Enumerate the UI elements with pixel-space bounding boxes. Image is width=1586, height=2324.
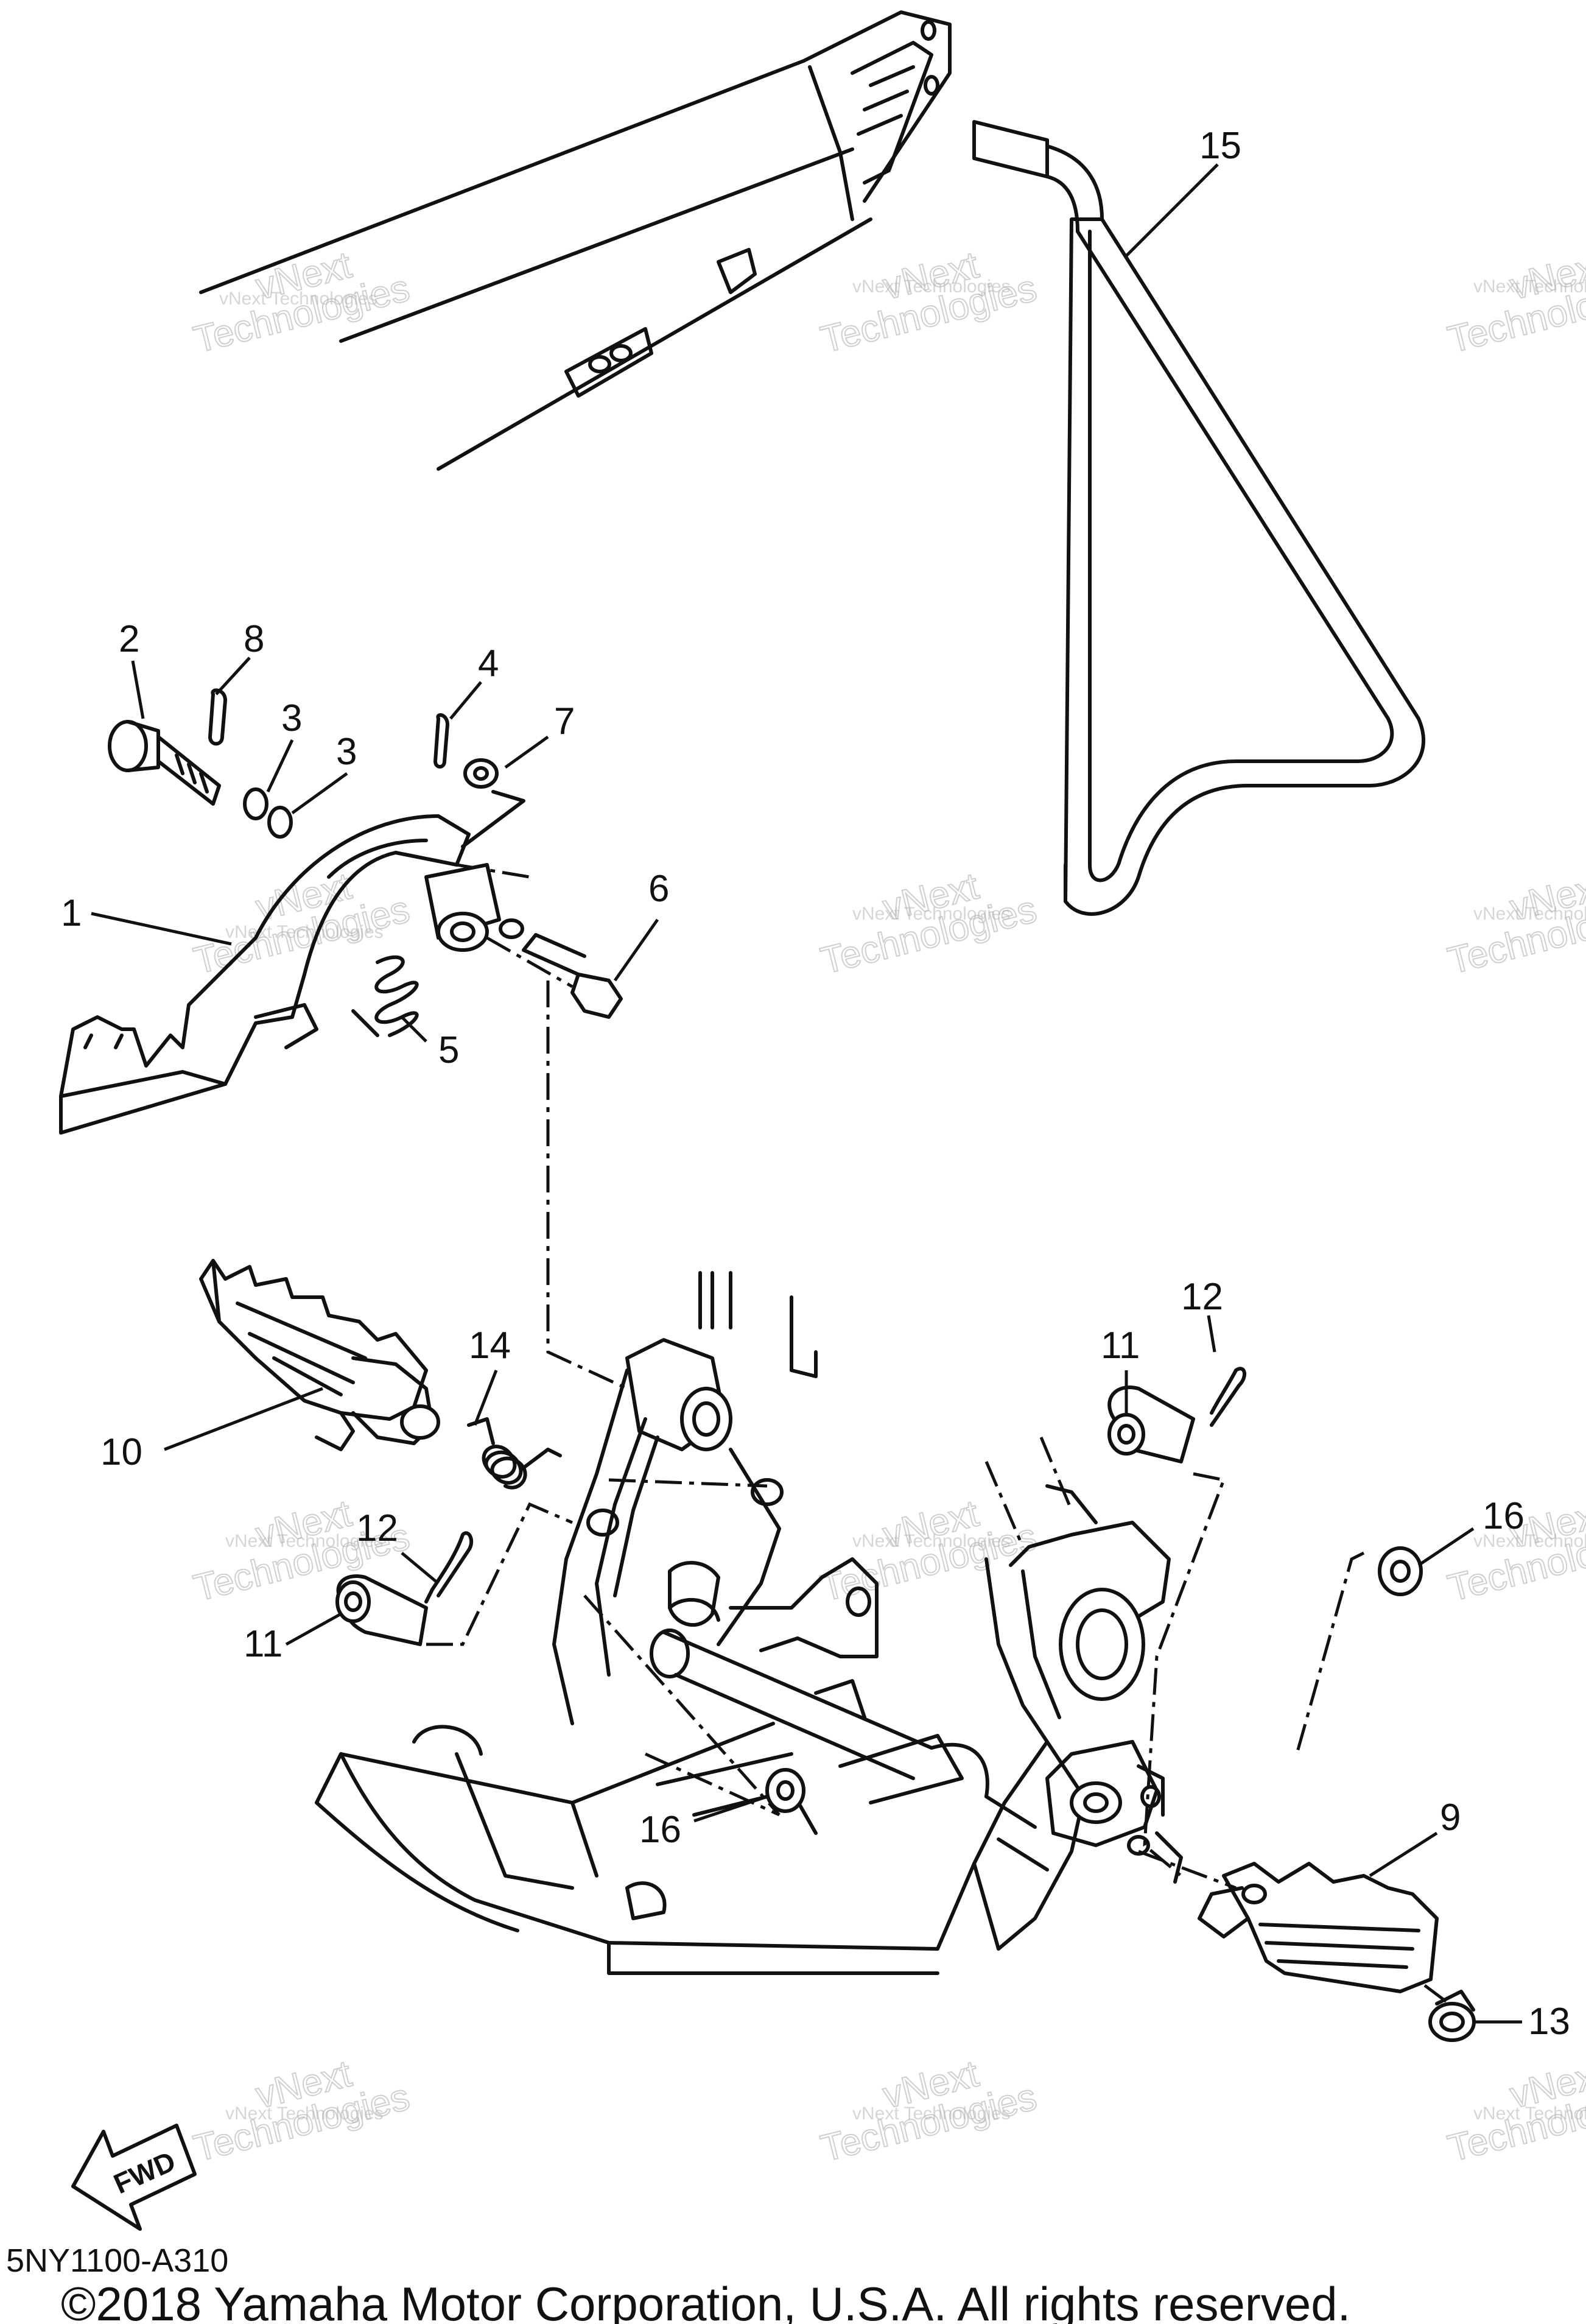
callout-16: 16 <box>1482 1495 1525 1537</box>
watermark-small: vNext Technologies <box>219 289 377 309</box>
callout-4: 4 <box>478 643 499 685</box>
callout-16: 16 <box>639 1809 681 1851</box>
callout-1: 1 <box>61 892 82 934</box>
footpeg-pin-right <box>1107 1386 1195 1463</box>
watermark-small: vNext Technologies <box>225 1531 384 1551</box>
clip <box>1210 1367 1246 1427</box>
callout-2: 2 <box>119 618 139 660</box>
washer <box>1390 1560 1411 1583</box>
watermark-small: vNext Technologies <box>852 1531 1011 1551</box>
footpeg-pin-left <box>335 1574 428 1646</box>
return-spring <box>351 955 419 1037</box>
callout-6: 6 <box>648 868 669 910</box>
washer <box>473 766 489 781</box>
leader-lines <box>91 163 1522 2024</box>
brake-pedal <box>59 814 530 1135</box>
copyright-notice: ©2018 Yamaha Motor Corporation, U.S.A. A… <box>61 2277 1350 2324</box>
watermark-small: vNext Technologies <box>852 276 1011 297</box>
callout-8: 8 <box>244 618 264 660</box>
frame <box>315 1271 1183 1975</box>
diagram-code: 5NY1100-A310 <box>6 2242 228 2279</box>
callout-7: 7 <box>554 700 575 742</box>
clip <box>424 1531 474 1604</box>
washer <box>463 758 499 789</box>
watermark-small: vNext Technologies <box>225 922 384 942</box>
watermark-small: vNext Technologies <box>852 2104 1011 2124</box>
callout-3: 3 <box>281 697 302 739</box>
watermark-small: vNext Technologies <box>1473 904 1586 924</box>
fwd-arrow-icon: FWD <box>71 2124 197 2231</box>
washer <box>1378 1546 1423 1596</box>
watermark-small: vNext Technologies <box>225 2104 384 2124</box>
watermark-small: vNext Technologies <box>1473 276 1586 297</box>
swingarm <box>199 10 952 471</box>
callouts: 1 2 3 3 4 5 6 7 8 9 10 11 11 12 12 13 14… <box>61 125 1570 2043</box>
footpeg-left <box>199 1259 440 1451</box>
o-ring <box>267 806 293 839</box>
side-stand <box>972 120 1425 916</box>
callout-11: 11 <box>244 1623 282 1665</box>
callout-15: 15 <box>1199 125 1241 167</box>
watermark-small: vNext Technologies <box>1473 1531 1586 1551</box>
watermark-small: vNext Technologies <box>1473 2104 1586 2124</box>
callout-12: 12 <box>1181 1276 1223 1318</box>
callout-13: 13 <box>1528 2001 1570 2043</box>
assembly-line <box>546 981 628 1390</box>
callout-9: 9 <box>1440 1797 1461 1839</box>
callout-3: 3 <box>336 731 357 773</box>
pedal-bolt <box>522 933 623 1019</box>
o-ring <box>243 787 268 820</box>
assembly-line <box>486 936 574 988</box>
callout-12: 12 <box>356 1507 398 1549</box>
callout-14: 14 <box>469 1325 511 1367</box>
washer <box>765 1768 805 1813</box>
cotter-pin <box>208 688 227 746</box>
washer <box>776 1780 795 1801</box>
footpeg-spring <box>467 1417 562 1490</box>
footpeg-clip <box>1423 1984 1476 2042</box>
pivot-bolt <box>108 720 221 806</box>
callout-5: 5 <box>438 1029 459 1071</box>
callout-10: 10 <box>100 1431 142 1473</box>
callout-11: 11 <box>1101 1325 1140 1367</box>
watermark-small: vNext Technologies <box>852 904 1011 924</box>
footpeg-right <box>1138 1850 1439 1993</box>
cotter-pin <box>433 713 449 769</box>
